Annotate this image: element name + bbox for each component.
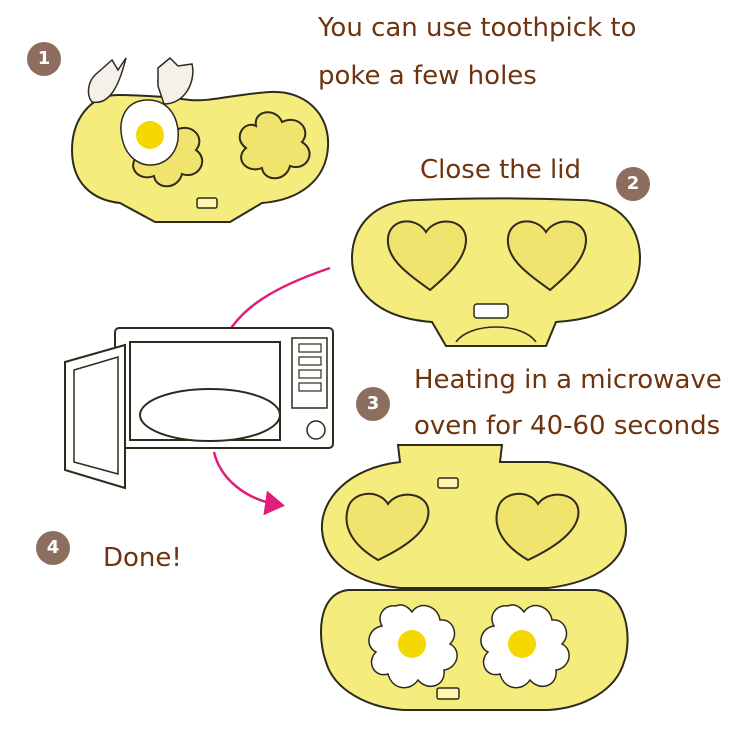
curved-arrow-icon xyxy=(214,452,280,505)
step-4-badge: 4 xyxy=(36,531,70,565)
step-1-text-line-1: You can use toothpick to xyxy=(318,10,636,48)
egg-mold-open-icon xyxy=(321,445,628,710)
step-3-text-line-2: oven for 40-60 seconds xyxy=(414,408,720,446)
step-2-badge: 2 xyxy=(616,167,650,201)
step-4-text: Done! xyxy=(103,540,182,578)
step-1-text-line-2: poke a few holes xyxy=(318,58,537,96)
egg-mold-open-icon xyxy=(72,92,328,222)
egg-mold-closed-icon xyxy=(352,199,640,347)
step-1-badge: 1 xyxy=(27,42,61,76)
step-3-badge: 3 xyxy=(356,387,390,421)
microwave-icon xyxy=(65,328,333,488)
step-3-text-line-1: Heating in a microwave xyxy=(414,362,722,400)
egg-yolk-icon xyxy=(136,121,164,149)
step-2-text: Close the lid xyxy=(420,152,581,190)
